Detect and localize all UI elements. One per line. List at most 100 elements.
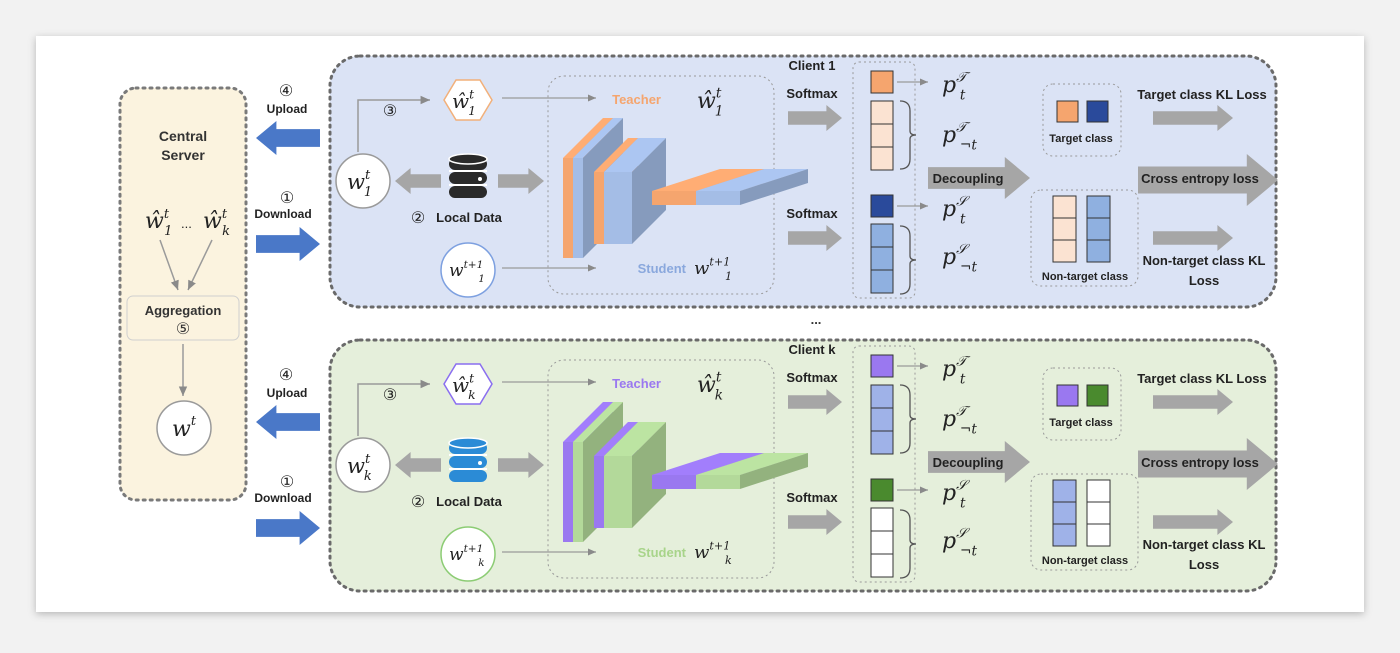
teacher-target-cell (870, 70, 894, 94)
p-student-nontarget-label: p𝒮¬t (942, 525, 977, 559)
database-layer (449, 186, 487, 198)
download-label: Download (254, 207, 311, 221)
data-to-network-arrow (498, 452, 544, 478)
nontarget-student-cell (1086, 523, 1111, 547)
teacher-weights-label-sup: t (716, 85, 722, 101)
hex-label-sup: t (469, 370, 474, 385)
server-title-line1: Central (159, 128, 207, 144)
softmax-student-label: Softmax (786, 490, 838, 505)
teacher-nontarget-cell (870, 146, 894, 171)
teacher-nontarget-cell (870, 384, 894, 409)
p-student-nontarget-label-base: p (942, 245, 956, 270)
prob-frame (852, 61, 916, 299)
layer-2b-side (632, 138, 666, 244)
upload-label: Upload (267, 102, 308, 116)
layer-3a-top (652, 453, 764, 475)
target-teacher-cell (1056, 100, 1079, 123)
download-label: Download (254, 491, 311, 505)
download-arrow (256, 511, 320, 545)
step2-label: ② (411, 494, 425, 511)
local-model-label-base: w (347, 454, 365, 478)
data-to-model-arrow (395, 452, 441, 478)
layer-3b-front (696, 475, 740, 489)
target-teacher-cell (1056, 384, 1079, 407)
ce-loss-label: Cross entropy loss (1141, 171, 1259, 186)
layer-3b-top (696, 453, 808, 475)
download-arrow (256, 227, 320, 261)
nontarget-teacher-cell (1052, 239, 1077, 263)
hex-label-sub: k (468, 387, 476, 402)
data-to-model-arrow (395, 168, 441, 194)
between-clients-dots: ... (811, 312, 822, 327)
next-weights-label-sup: t+1 (464, 259, 484, 271)
teacher-label: Teacher (612, 376, 661, 391)
step3-label: ③ (383, 103, 397, 120)
layer-3b-front (696, 191, 740, 205)
softmax-teacher-label: Softmax (786, 370, 838, 385)
database-dot (478, 177, 482, 181)
layer-2b-side (632, 422, 666, 528)
local-model-label-base: w (347, 170, 365, 194)
upload-label: Upload (267, 386, 308, 400)
decoupling-arrow (928, 441, 1030, 483)
layer-3b-top (696, 169, 808, 191)
layer-1a-top (563, 402, 613, 442)
student-nontarget-cell (870, 246, 894, 271)
step2-label: ② (411, 210, 425, 227)
student-nontarget-cell (870, 530, 894, 555)
nontarget-class-frame (1030, 473, 1139, 571)
target-loss-arrow (1153, 389, 1233, 415)
p-teacher-target-label-sub: t (960, 371, 966, 387)
nontarget-class-label: Non-target class (1042, 271, 1128, 283)
p-student-nontarget-label-sub: ¬t (960, 543, 977, 559)
local-model-label-sub: k (364, 469, 372, 484)
layer-2b-top (604, 422, 666, 456)
database-layer (449, 470, 487, 482)
nontarget-loss-label-2: Loss (1189, 557, 1219, 572)
nontarget-student-cell (1086, 239, 1111, 263)
global-weights-label: wt (172, 414, 197, 442)
layer-3a-front (652, 475, 696, 489)
ce-loss-label: Cross entropy loss (1141, 455, 1259, 470)
database-top (448, 437, 488, 449)
next-weights-label-base: w (449, 545, 464, 565)
download-step: ① (280, 190, 294, 207)
student-label: Student (638, 545, 687, 560)
layer-1b-top (573, 118, 623, 158)
target-class-frame (1042, 83, 1122, 157)
layer-3a-front (652, 191, 696, 205)
next-weights-label-sub: 1 (478, 273, 485, 285)
softmax-student-arrow (788, 225, 842, 251)
server-title-line2: Server (161, 147, 205, 163)
student-target-cell (870, 194, 894, 218)
local-model-label-sub: 1 (364, 185, 372, 200)
client-title: Client k (789, 342, 837, 357)
p-teacher-target-label-base: p (942, 73, 956, 98)
p-teacher-target-label-sub: t (960, 87, 966, 103)
next-weights-label-base: w (449, 261, 464, 281)
nontarget-loss-label-1: Non-target class KL (1143, 253, 1266, 268)
teacher-hexagon (443, 79, 493, 121)
student-label: Student (638, 261, 687, 276)
upload-arrow (256, 121, 320, 155)
softmax-student-label: Softmax (786, 206, 838, 221)
client-title: Client 1 (789, 58, 836, 73)
layer-1b-front (573, 442, 583, 542)
copy-arrow (357, 379, 430, 436)
aggregation-step: ⑤ (176, 321, 190, 338)
teacher-target-cell (870, 354, 894, 378)
server-box (118, 86, 248, 502)
database-dot (478, 461, 482, 465)
aggregation-box (126, 295, 240, 341)
local-model-node (335, 437, 391, 493)
nontarget-class-label: Non-target class (1042, 555, 1128, 567)
nontarget-teacher-cell (1052, 479, 1077, 503)
nontarget-student-cell (1086, 479, 1111, 503)
